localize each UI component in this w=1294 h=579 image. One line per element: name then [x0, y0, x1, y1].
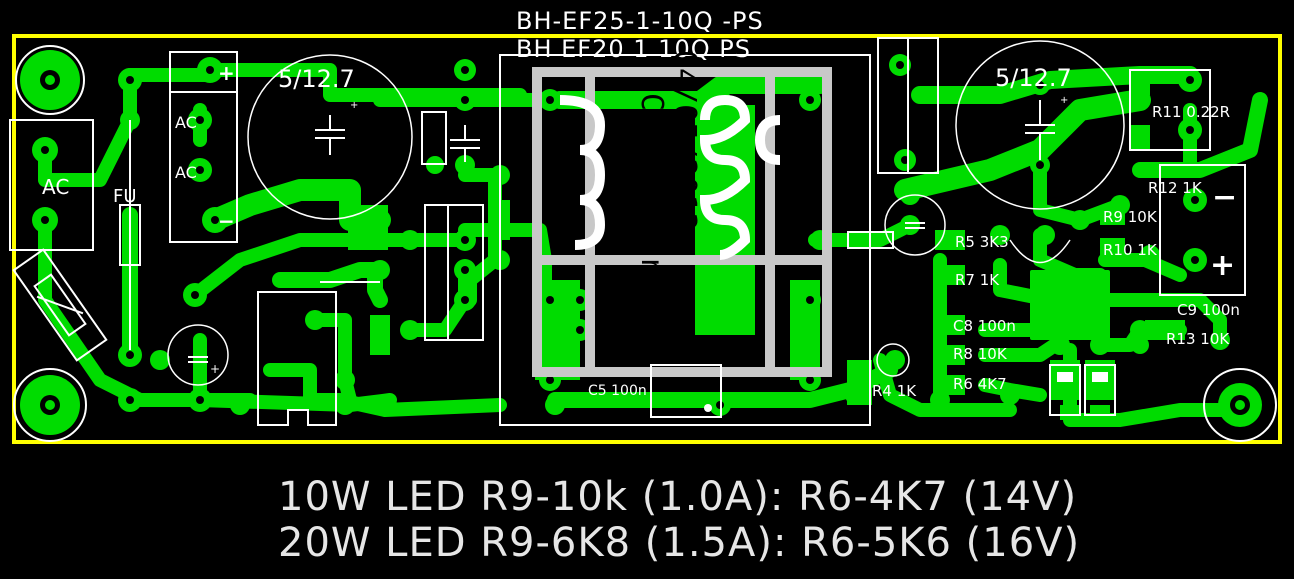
output-connector-outline	[1159, 164, 1246, 296]
ac-connector-label: AC	[42, 175, 69, 199]
small-cap-left	[167, 324, 229, 386]
board-title-line2: BH EF20 1 10Q PS	[516, 35, 751, 63]
bridge-minus-label: −	[218, 209, 235, 233]
bridge-rectifier-outline	[169, 51, 238, 243]
mosfet-outline	[257, 291, 337, 426]
snubber-box	[424, 204, 484, 341]
out-minus-label: −	[1212, 180, 1237, 215]
transformer-copper-text-1: 04/05/2013	[667, 50, 702, 231]
bulk-cap-right-outline	[955, 40, 1125, 210]
bulk-cap-left-outline	[247, 54, 413, 220]
board-outline	[12, 34, 1282, 444]
c9-label: C9 100n	[1177, 301, 1240, 319]
r8-label: R8 10K	[953, 345, 1008, 363]
r12-label: R12 1K	[1148, 179, 1203, 197]
note-line-10w: 10W LED R9-10k (1.0A): R6-4K7 (14V)	[278, 474, 1077, 520]
svg-text:+: +	[350, 100, 358, 111]
c5-outline	[650, 364, 722, 418]
board-title-line1: BH-EF25-1-10Q -PS	[516, 7, 764, 35]
bulk-cap-right-label: 5/12.7	[995, 64, 1072, 92]
svg-text:+: +	[1060, 95, 1068, 106]
mounting-hole-tl	[15, 45, 85, 115]
transformer-windings	[559, 94, 781, 260]
c5-label: C5 100n	[588, 383, 647, 399]
silkscreen: AC FU + AC AC − + 5/12.7 +	[9, 37, 1246, 426]
varistor	[12, 248, 108, 362]
r5-label: R5 3K3	[955, 233, 1009, 251]
bridge-plus-label: +	[218, 61, 235, 85]
r11-label: R11 0.22R	[1152, 103, 1230, 121]
mounting-hole-bl	[13, 368, 87, 442]
out-plus-label: +	[1210, 248, 1235, 283]
c8-label: C8 100n	[953, 317, 1016, 335]
note-line-20w: 20W LED R9-6K8 (1.5A): R6-5K6 (16V)	[278, 520, 1080, 566]
bridge-ac2-label: AC	[175, 163, 197, 182]
r13-label: R13 10K	[1166, 330, 1230, 348]
bulk-cap-left-label: 5/12.7	[278, 65, 355, 93]
r7-label: R7 1K	[955, 271, 1000, 289]
r10-label: R10 1K	[1103, 241, 1158, 259]
transformer-copper-text-2: NCP1200 ver1.1	[634, 75, 669, 328]
transformer-outline	[499, 54, 871, 426]
bridge-ac1-label: AC	[175, 113, 197, 132]
ac-connector-outline	[9, 119, 94, 251]
transformer-core	[532, 67, 832, 377]
mounting-hole-br	[1203, 368, 1277, 442]
svg-text:+: +	[210, 362, 220, 376]
fuse-label: FU	[113, 186, 137, 207]
r4-label: R4 1K	[872, 382, 917, 400]
r6-label: R6 4K7	[953, 375, 1007, 393]
r9-label: R9 10K	[1103, 208, 1158, 226]
